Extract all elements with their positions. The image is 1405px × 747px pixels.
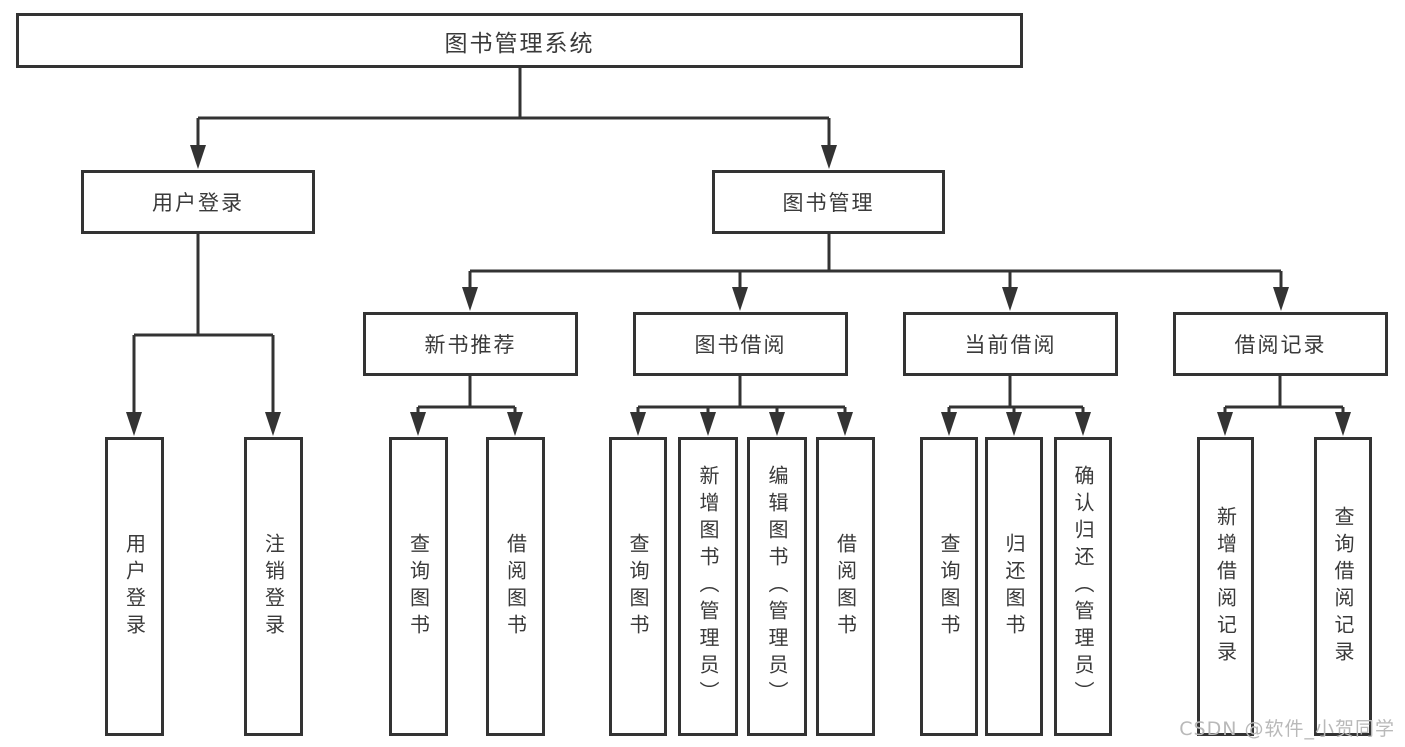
leaf-return-books: 归还图书	[985, 437, 1043, 736]
node-label: 确认归还（管理员）	[1071, 465, 1095, 708]
leaf-confirm-return-admin: 确认归还（管理员）	[1054, 437, 1112, 736]
node-label: 用户登录	[122, 532, 147, 641]
node-library-management-system: 图书管理系统	[16, 13, 1023, 68]
arrow-icon	[630, 412, 646, 436]
node-label: 归还图书	[1002, 532, 1026, 641]
leaf-borrow-books: 借阅图书	[816, 437, 875, 736]
connector-new-book-recommendation-to-children	[416, 376, 517, 418]
node-label: 查询图书	[937, 532, 961, 641]
arrow-icon	[769, 412, 785, 436]
connector-current-borrowing-to-children	[947, 376, 1085, 418]
node-label: 编辑图书（管理员）	[765, 465, 789, 708]
arrow-icon	[1002, 287, 1018, 311]
node-label: 查询借阅记录	[1331, 505, 1355, 668]
arrow-icon	[1217, 412, 1233, 436]
arrow-icon	[126, 412, 142, 436]
node-new-book-recommendation: 新书推荐	[363, 312, 578, 376]
arrow-icon	[732, 287, 748, 311]
leaf-user-login: 用户登录	[105, 437, 164, 736]
leaf-add-borrow-record: 新增借阅记录	[1197, 437, 1254, 736]
node-user-login: 用户登录	[81, 170, 315, 234]
leaf-add-books-admin: 新增图书（管理员）	[678, 437, 738, 736]
arrow-icon	[190, 145, 206, 169]
connector-book-management-to-children	[468, 234, 1283, 292]
leaf-query-borrow-record: 查询借阅记录	[1314, 437, 1372, 736]
arrow-icon	[1335, 412, 1351, 436]
arrow-icon	[837, 412, 853, 436]
node-current-borrowing: 当前借阅	[903, 312, 1118, 376]
connector-root-to-level2	[196, 68, 831, 150]
connector-book-borrowing-to-children	[636, 376, 847, 418]
arrow-icon	[1075, 412, 1091, 436]
arrow-icon	[700, 412, 716, 436]
arrow-icon	[410, 412, 426, 436]
csdn-watermark: CSDN @软件_小贺同学	[1179, 718, 1395, 740]
arrow-icon	[507, 412, 523, 436]
arrow-icon	[1006, 412, 1022, 436]
connector-user-login-to-children	[132, 234, 275, 418]
arrow-icon	[941, 412, 957, 436]
leaf-query-books-borrowing: 查询图书	[609, 437, 667, 736]
arrow-icon	[1273, 287, 1289, 311]
leaf-edit-books-admin: 编辑图书（管理员）	[747, 437, 807, 736]
connector-borrowing-records-to-children	[1223, 376, 1345, 418]
node-book-management: 图书管理	[712, 170, 945, 234]
leaf-borrow-books-recommend: 借阅图书	[486, 437, 545, 736]
node-label: 新增借阅记录	[1213, 505, 1238, 668]
leaf-logout: 注销登录	[244, 437, 303, 736]
node-book-borrowing: 图书借阅	[633, 312, 848, 376]
leaf-query-books-recommend: 查询图书	[389, 437, 448, 736]
arrow-icon	[821, 145, 837, 169]
arrow-icon	[462, 287, 478, 311]
arrow-icon	[265, 412, 281, 436]
node-label: 借阅图书	[833, 532, 858, 641]
leaf-query-books-current: 查询图书	[920, 437, 978, 736]
arrowheads	[126, 145, 1351, 436]
node-label: 查询图书	[626, 532, 650, 641]
node-label: 查询图书	[406, 532, 431, 641]
node-label: 新增图书（管理员）	[696, 465, 720, 708]
node-label: 注销登录	[261, 532, 286, 641]
node-label: 借阅图书	[503, 532, 528, 641]
node-borrowing-records: 借阅记录	[1173, 312, 1388, 376]
